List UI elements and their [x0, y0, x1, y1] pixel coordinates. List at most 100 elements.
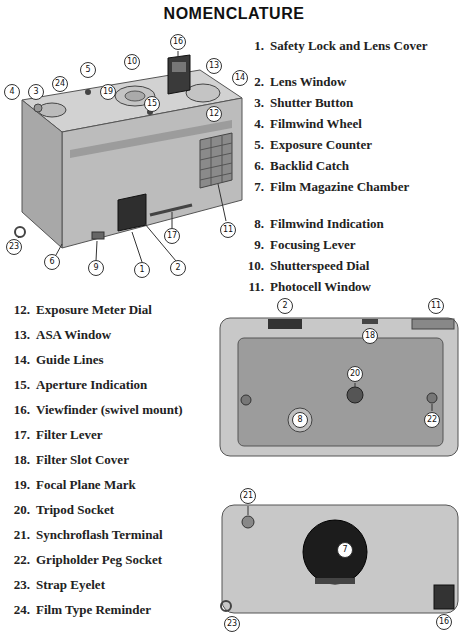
- callout-number: 11: [428, 298, 444, 314]
- list-number: 9.: [244, 237, 264, 253]
- camera-front-view-part: [38, 103, 66, 117]
- list-number: 14.: [6, 352, 30, 368]
- list-number: 22.: [6, 552, 30, 568]
- part-name: ASA Window: [36, 327, 214, 343]
- camera-front-view-part: [92, 232, 104, 239]
- page-title: NOMENCLATURE: [0, 5, 468, 23]
- part-name: Synchroflash Terminal: [36, 527, 214, 543]
- list-number: 13.: [6, 327, 30, 343]
- list-number: 11.: [244, 279, 264, 295]
- camera-front-view-part: [186, 84, 220, 102]
- camera-front-view-part: [18, 237, 19, 238]
- list-number: 18.: [6, 452, 30, 468]
- camera-front-view-part: [96, 241, 97, 261]
- callout-number: 8: [292, 412, 308, 428]
- part-name: Filter Lever: [36, 427, 214, 443]
- camera-back-view-part: [315, 578, 355, 584]
- callout-number: 11: [220, 222, 236, 238]
- camera-front-view-part: [125, 91, 145, 101]
- callout-number: 17: [164, 228, 180, 244]
- camera-front-view-part: [200, 173, 232, 180]
- camera-front-view-part: [178, 51, 179, 57]
- callout-number: 2: [170, 260, 186, 276]
- callout-number: 19: [100, 84, 116, 100]
- part-name: Exposure Meter Dial: [36, 302, 214, 318]
- camera-front-view-part: [200, 143, 232, 150]
- callout-number: 10: [124, 54, 140, 70]
- callout-number: 13: [206, 58, 222, 74]
- list-number: 16.: [6, 402, 30, 418]
- part-name: Viewfinder (swivel mount): [36, 402, 214, 418]
- list-number: 21.: [6, 527, 30, 543]
- part-name: Filmwind Wheel: [270, 116, 462, 132]
- camera-front-view-part: [150, 205, 192, 215]
- list-number: 1.: [244, 38, 264, 54]
- camera-bottom-view-part: [220, 318, 458, 456]
- camera-front-view-part: [62, 98, 242, 248]
- camera-bottom-view-part: [288, 408, 312, 432]
- callout-number: 23: [6, 239, 22, 255]
- list-number: 4.: [244, 116, 264, 132]
- part-name: Aperture Indication: [36, 377, 214, 393]
- camera-front-view-part: [15, 227, 25, 237]
- list-number: 6.: [244, 158, 264, 174]
- callout-number: 6: [44, 254, 60, 270]
- callout-number: 16: [436, 614, 452, 630]
- camera-front-view-part: [211, 138, 212, 186]
- camera-front-view-part: [85, 89, 91, 95]
- part-name: Focusing Lever: [270, 237, 462, 253]
- part-name: Exposure Counter: [270, 137, 462, 153]
- camera-front-view-part: [222, 136, 223, 183]
- part-name: Strap Eyelet: [36, 577, 214, 593]
- camera-bottom-view-part: [362, 319, 378, 324]
- part-name: Backlid Catch: [270, 158, 462, 174]
- camera-bottom-view-part: [432, 404, 433, 411]
- list-number: 23.: [6, 577, 30, 593]
- camera-front-view-part: [200, 133, 232, 188]
- camera-bottom-view-part: [241, 395, 251, 405]
- callout-number: 20: [347, 366, 363, 382]
- part-name: Tripod Socket: [36, 502, 214, 518]
- list-number: 12.: [6, 302, 30, 318]
- part-name: Filmwind Indication: [270, 216, 462, 232]
- callout-number: 1: [134, 262, 150, 278]
- list-number: 19.: [6, 477, 30, 493]
- camera-back-view: [221, 505, 458, 613]
- camera-front-view-part: [168, 55, 190, 94]
- camera-back-view-part: [221, 601, 231, 611]
- callout-number: 21: [240, 488, 256, 504]
- list-number: 3.: [244, 95, 264, 111]
- list-number: 5.: [244, 137, 264, 153]
- camera-bottom-view-part: [347, 387, 363, 403]
- callout-number: 3: [28, 84, 44, 100]
- camera-front-view-part: [218, 184, 226, 221]
- callout-number: 2: [277, 298, 293, 314]
- part-name: Focal Plane Mark: [36, 477, 214, 493]
- camera-front-view-part: [22, 100, 62, 248]
- camera-bottom-view-part: [238, 338, 443, 446]
- camera-front-view-part: [56, 244, 62, 255]
- part-name: Gripholder Peg Socket: [36, 552, 214, 568]
- callout-number: 12: [206, 106, 222, 122]
- callout-number: 23: [224, 616, 240, 632]
- camera-back-view-part: [303, 520, 367, 584]
- camera-bottom-view-part: [355, 383, 356, 387]
- camera-bottom-view: [220, 318, 458, 456]
- callout-number: 7: [337, 542, 353, 558]
- camera-front-view-part: [200, 153, 232, 160]
- list-number: 15.: [6, 377, 30, 393]
- camera-bottom-view-part: [268, 319, 302, 329]
- list-number: 10.: [244, 258, 264, 274]
- callout-number: 18: [362, 328, 378, 344]
- callout-number: 9: [88, 260, 104, 276]
- camera-bottom-view-part: [412, 319, 454, 329]
- camera-front-view-part: [200, 163, 232, 170]
- part-name: Guide Lines: [36, 352, 214, 368]
- camera-front-view-part: [132, 232, 142, 262]
- part-name: Filter Slot Cover: [36, 452, 214, 468]
- part-name: Film Magazine Chamber: [270, 179, 462, 195]
- camera-front-view-part: [172, 62, 186, 72]
- camera-back-view-part: [242, 516, 254, 528]
- camera-front-view-part: [34, 104, 42, 112]
- list-number: 8.: [244, 216, 264, 232]
